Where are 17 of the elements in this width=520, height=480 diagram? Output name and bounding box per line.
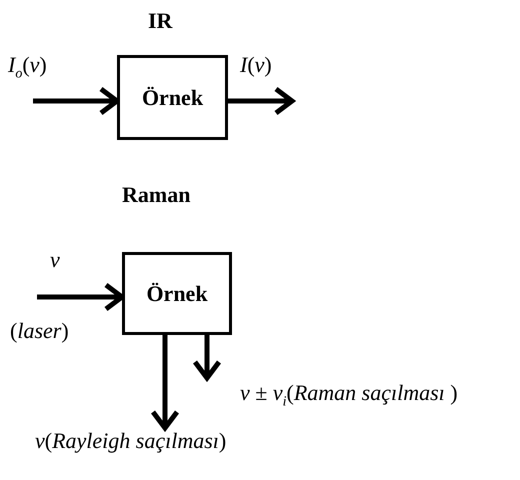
process-box: [117, 55, 228, 140]
arrow: [33, 86, 120, 116]
heading: IR: [148, 8, 172, 34]
arrow: [192, 335, 222, 380]
edge-label: I(ν): [240, 52, 272, 78]
edge-label: ν ± ν$_{i}$(Raman saçılması ): [240, 380, 458, 410]
annotation: (laser): [10, 318, 69, 344]
node-label: Örnek: [142, 84, 204, 110]
edge-label: I$_{o}$(ν): [8, 52, 47, 82]
node-label: Örnek: [146, 280, 208, 306]
edge-label: ν(Rayleigh saçılması): [35, 428, 226, 454]
arrow: [37, 282, 124, 312]
arrow: [228, 86, 294, 116]
edge-label: ν: [50, 247, 60, 273]
process-box: [122, 252, 232, 335]
heading: Raman: [122, 182, 190, 208]
arrow: [150, 335, 180, 430]
